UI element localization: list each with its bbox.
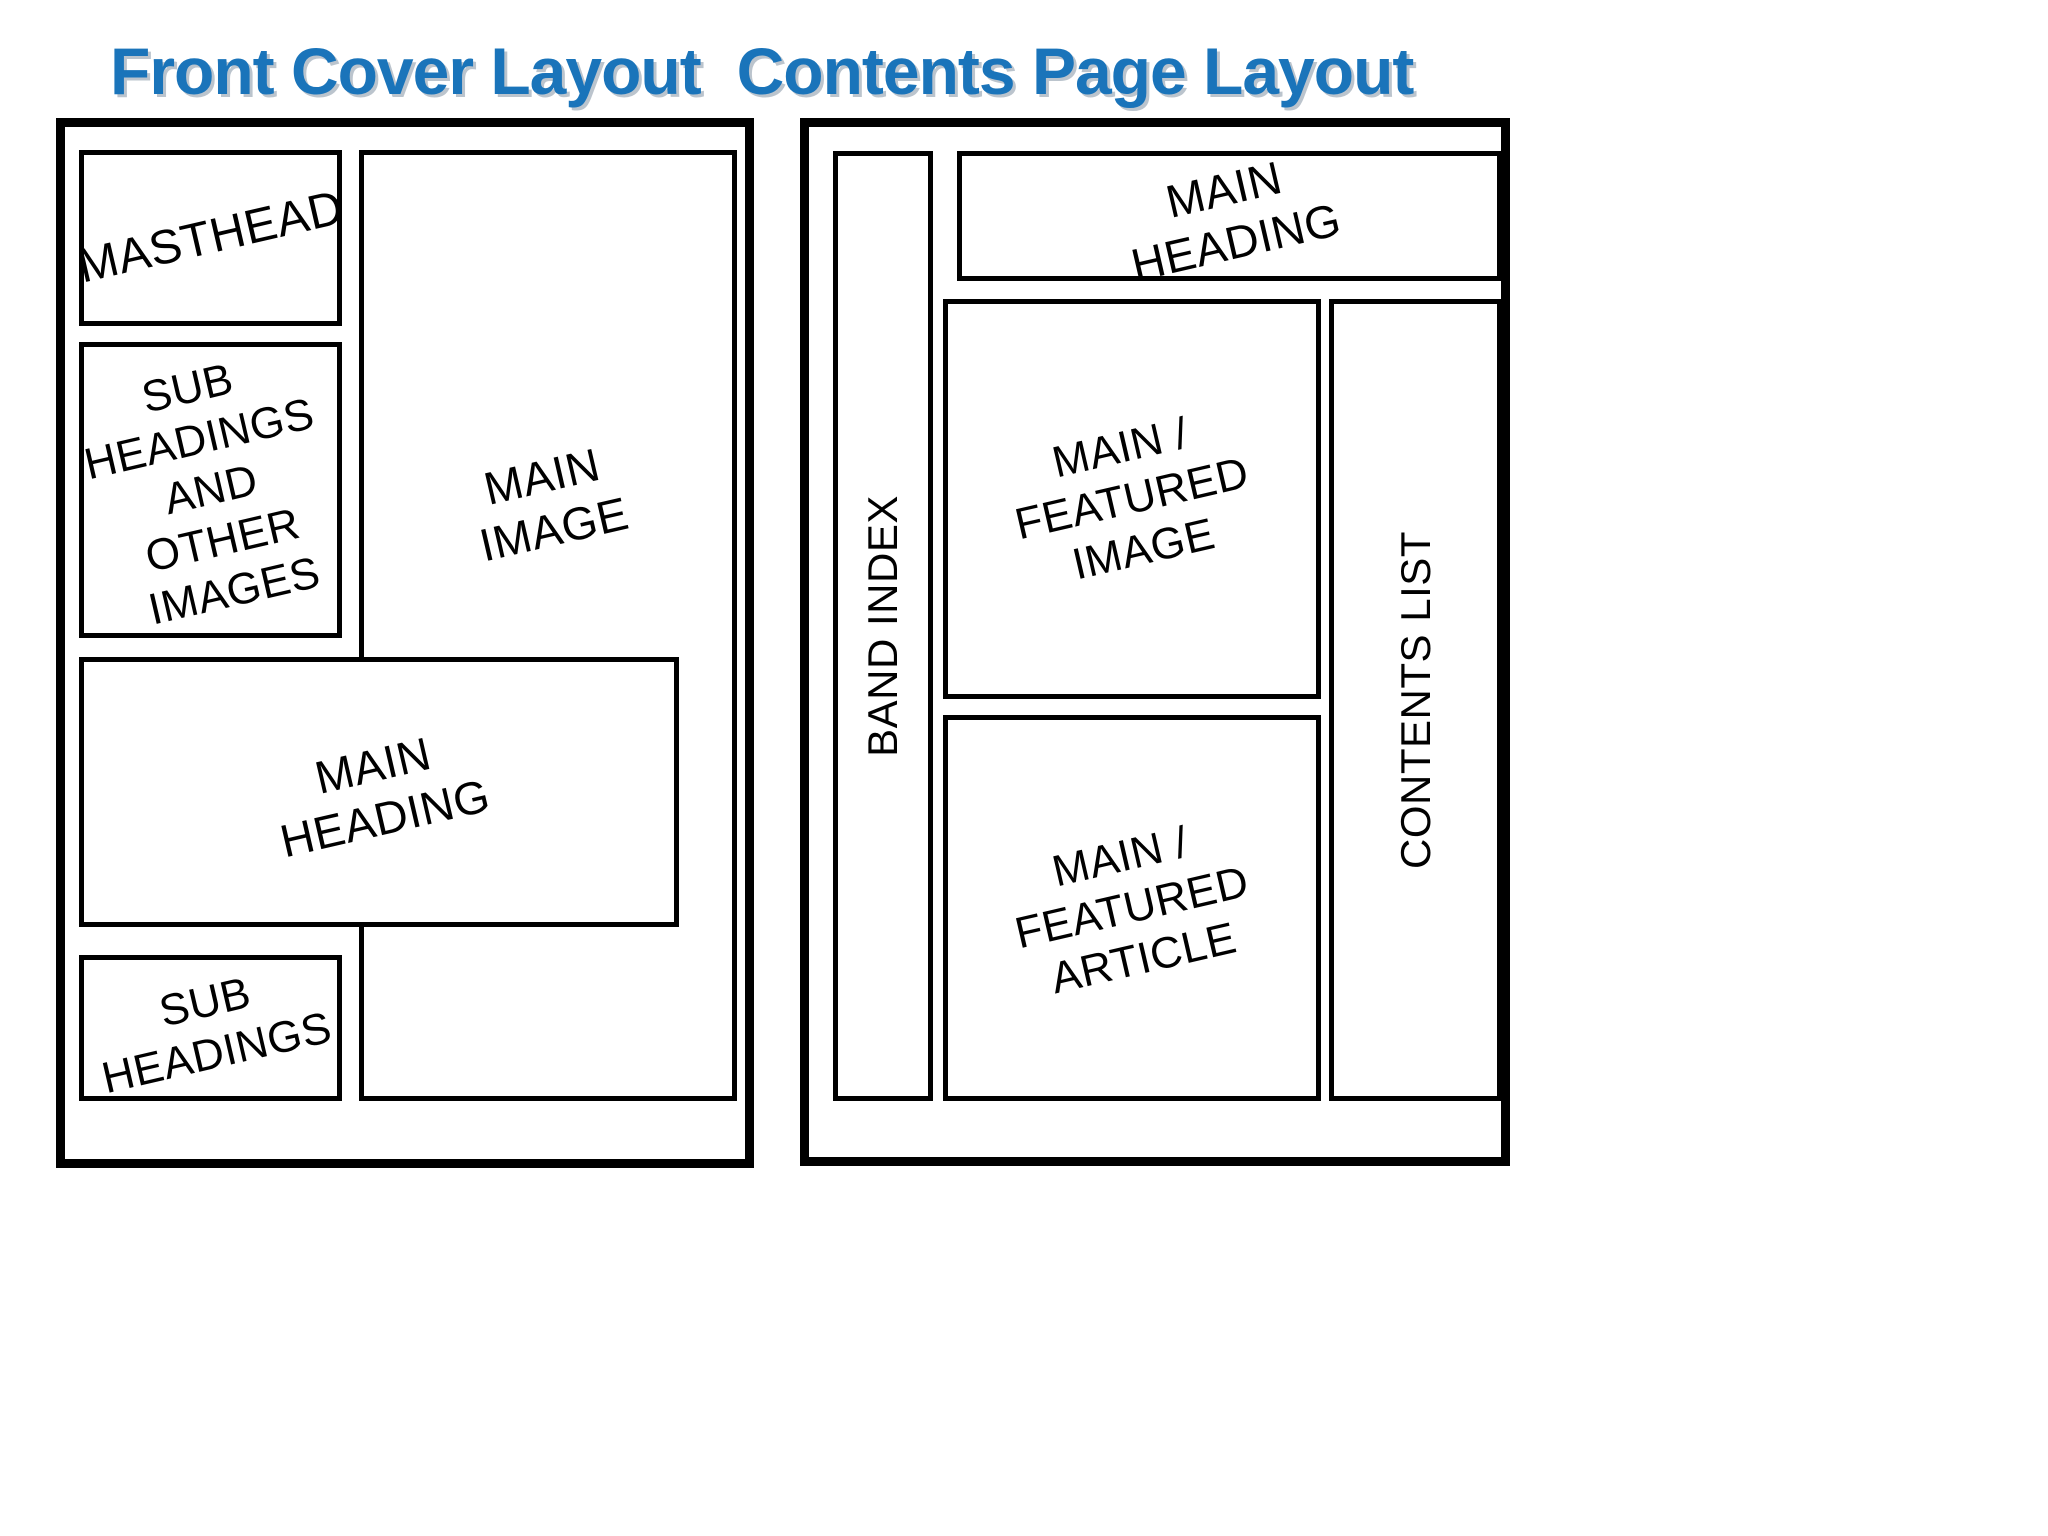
region-main-heading[interactable]: MAIN HEADING (79, 657, 679, 927)
region-main-featured-article[interactable]: MAIN / FEATURED ARTICLE (943, 715, 1321, 1101)
region-main-featured-image-label: MAIN / FEATURED IMAGE (1010, 408, 1254, 590)
region-contents-list-label: CONTENTS LIST (1391, 531, 1439, 869)
region-sub-headings-label: SUB HEADINGS (96, 968, 336, 1101)
region-main-featured-image[interactable]: MAIN / FEATURED IMAGE (943, 299, 1321, 699)
contents-page-frame: BAND INDEX MAIN HEADING MAIN / FEATURED … (800, 118, 1510, 1166)
front-cover-page-frame: MASTHEAD SUB HEADINGS AND OTHER IMAGES M… (56, 118, 754, 1168)
region-masthead-label: MASTHEAD (79, 180, 342, 294)
region-main-image-label: MAIN IMAGE (474, 438, 634, 572)
region-main-image[interactable]: MAIN IMAGE (359, 150, 737, 1101)
front-cover-title: Front Cover Layout (110, 34, 702, 108)
region-main-heading-label: MAIN HEADING (275, 726, 495, 868)
region-sub-headings[interactable]: SUB HEADINGS (79, 955, 342, 1101)
region-masthead[interactable]: MASTHEAD (79, 150, 342, 326)
region-contents-list[interactable]: CONTENTS LIST (1329, 299, 1502, 1101)
region-contents-main-heading-label: MAIN HEADING (1125, 151, 1346, 281)
contents-page-title: Contents Page Layout (736, 34, 1415, 108)
region-contents-main-heading[interactable]: MAIN HEADING (957, 151, 1502, 281)
region-band-index[interactable]: BAND INDEX (833, 151, 933, 1101)
region-sub-headings-and-other-images-label: SUB HEADINGS AND OTHER IMAGES (79, 354, 325, 635)
region-main-featured-article-label: MAIN / FEATURED ARTICLE (1010, 817, 1254, 1004)
region-band-index-label: BAND INDEX (859, 495, 907, 757)
region-sub-headings-and-other-images[interactable]: SUB HEADINGS AND OTHER IMAGES (79, 342, 342, 638)
